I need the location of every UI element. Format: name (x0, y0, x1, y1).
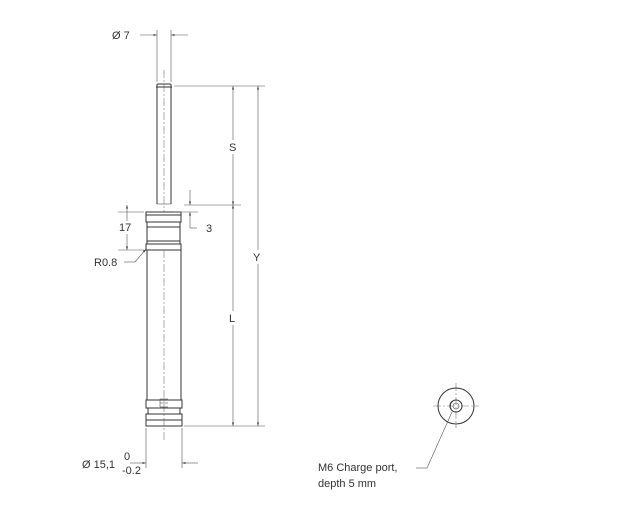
charge-port-label-line1: M6 Charge port, (318, 462, 397, 474)
body-diameter-label: Ø 15,1 (82, 459, 115, 471)
cylinder-body (145, 250, 183, 440)
guide-collar (145, 211, 182, 251)
radius-callout: R0.8 (94, 248, 147, 269)
charge-port-label-line2: depth 5 mm (318, 478, 376, 490)
radius-label: R0.8 (94, 257, 117, 269)
collar-offset-dimension: 3 (174, 190, 212, 235)
engraved-mark-icon (159, 398, 168, 408)
collar-height-dimension: 17 (117, 205, 144, 251)
stroke-label: S (229, 142, 236, 154)
overall-length-label: Y (253, 252, 261, 264)
body-length-label: L (229, 313, 235, 325)
collar-offset-label: 3 (206, 223, 212, 235)
tolerance-upper-label: 0 (124, 451, 130, 463)
length-dimensions: S L Y (174, 85, 265, 427)
body-diameter-dimension: Ø 15,1 0 -0.2 (82, 428, 198, 477)
charge-port-icon (449, 400, 454, 410)
rod-diameter-label: Ø 7 (112, 30, 130, 42)
end-view: M6 Charge port, depth 5 mm (318, 383, 479, 490)
tolerance-lower-label: -0.2 (122, 465, 141, 477)
piston-rod (156, 70, 172, 212)
rod-diameter-dimension: Ø 7 (112, 30, 188, 82)
collar-height-label: 17 (119, 222, 131, 234)
